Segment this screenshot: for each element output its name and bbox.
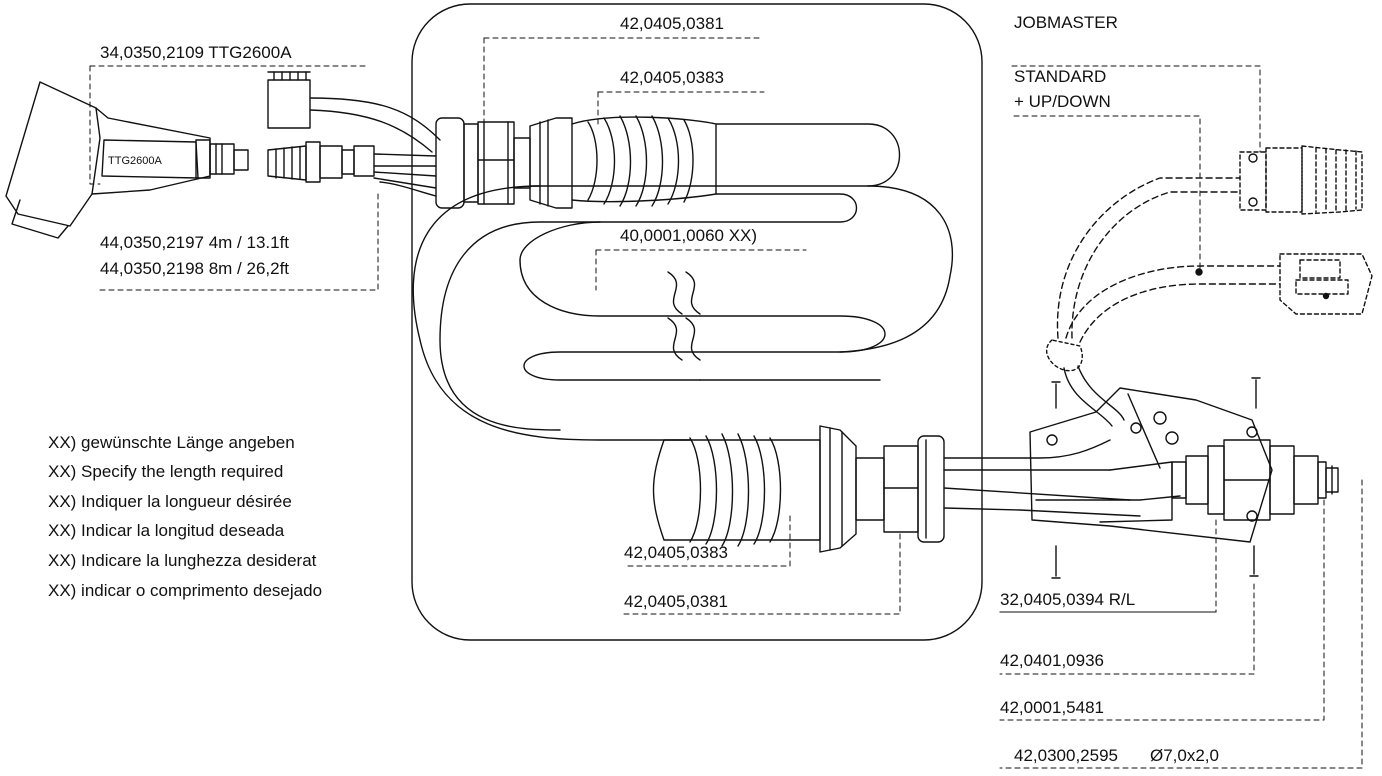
hose-package-frame — [411, 3, 983, 641]
note-pt: XX) indicar o comprimento desejado — [48, 581, 323, 600]
top-spiral — [529, 115, 717, 209]
label-bottom-grommet: 42,0405,0381 — [624, 592, 728, 611]
label-hose-4m: 44,0350,2197 4m / 13.1ft — [100, 233, 290, 252]
label-hose-xx: 40,0001,0060 XX) — [620, 226, 758, 245]
label-hose-8m: 44,0350,2198 8m / 26,2ft — [100, 259, 290, 278]
label-bottom-spiral: 42,0405,0383 — [624, 543, 728, 562]
screws — [1051, 377, 1261, 579]
torch-body — [5, 81, 249, 239]
bottom-grommet — [855, 435, 945, 543]
label-jobmaster: JOBMASTER — [1014, 13, 1118, 32]
note-de: XX) gewünschte Länge angeben — [48, 433, 295, 452]
updown-plug — [1279, 253, 1373, 315]
handle-housing — [1029, 387, 1273, 543]
jobmaster-plug — [1239, 145, 1363, 215]
label-nut: 42,0001,5481 — [1000, 698, 1104, 717]
torch-body-text: TTG2600A — [108, 155, 162, 167]
label-torch: 34,0350,2109 TTG2600A — [100, 43, 292, 62]
label-oring-size: Ø7,0x2,0 — [1150, 746, 1219, 765]
label-oring: 42,0300,2595 — [1014, 746, 1118, 765]
label-housing: 32,0405,0394 R/L — [1000, 590, 1136, 609]
neck-connector — [267, 141, 375, 183]
signal-plug — [267, 71, 311, 129]
note-en: XX) Specify the length required — [48, 462, 284, 481]
top-grommet — [435, 117, 531, 209]
label-screw: 42,0401,0936 — [1000, 651, 1104, 670]
note-fr: XX) Indiquer la longueur désirée — [48, 492, 292, 511]
serpentine-hose — [412, 123, 954, 441]
note-es: XX) Indicar la longitud deseada — [48, 521, 285, 540]
label-top-grommet: 42,0405,0381 — [620, 14, 724, 33]
label-updown: + UP/DOWN — [1014, 92, 1111, 111]
front-fittings — [1171, 439, 1339, 521]
note-it: XX) Indicare la lunghezza desiderat — [48, 551, 317, 570]
label-standard: STANDARD — [1014, 67, 1107, 86]
label-top-spiral: 42,0405,0383 — [620, 68, 724, 87]
bottom-spiral — [652, 425, 857, 553]
